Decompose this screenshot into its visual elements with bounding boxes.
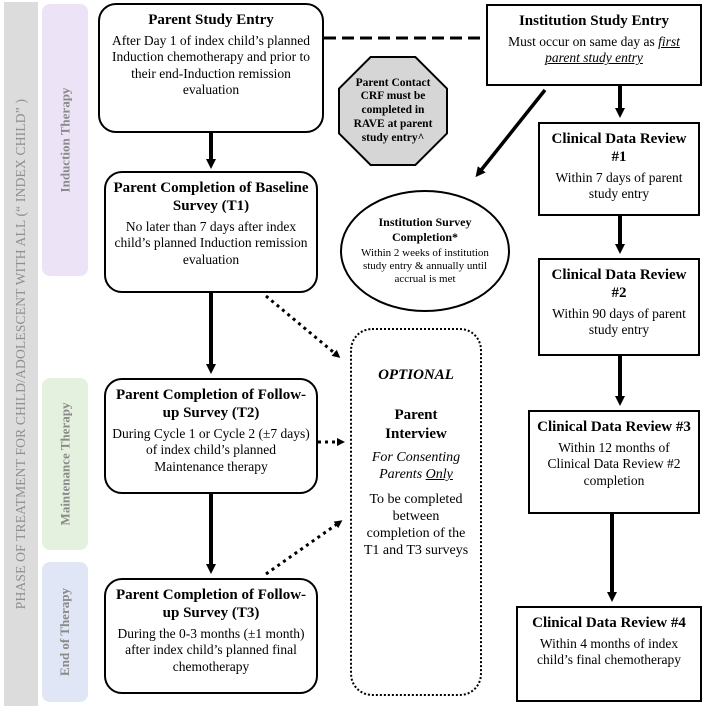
institution-entry-body-prefix: Must occur on same day as — [508, 34, 659, 49]
parent-contact-crf-text: Parent Contact CRF must be completed in … — [353, 76, 433, 144]
parent-study-entry-body: After Day 1 of index child’s planned Ind… — [112, 33, 310, 98]
clinical-review-2-title: Clinical Data Review #2 — [551, 267, 687, 301]
consenting-parents-note: For Consenting Parents Only — [362, 449, 470, 483]
consenting-only: Only — [425, 466, 453, 482]
phase-induction: Induction Therapy — [42, 4, 88, 276]
clinical-review-4-box: Clinical Data Review #4 Within 4 months … — [516, 606, 702, 702]
clinical-review-1-box: Clinical Data Review #1 Within 7 days of… — [538, 122, 700, 216]
dotted-t3-to-interview — [265, 520, 343, 576]
parent-contact-crf-octagon: Parent Contact CRF must be completed in … — [340, 58, 446, 164]
followup-t3-title: Parent Completion of Follow-up Survey (T… — [115, 587, 307, 621]
parent-study-entry-box: Parent Study Entry After Day 1 of index … — [98, 3, 324, 133]
parent-interview-title: Parent Interview — [385, 407, 447, 442]
institution-study-entry-title: Institution Study Entry — [518, 13, 670, 29]
institution-survey-body: Within 2 weeks of institution study entr… — [361, 247, 489, 286]
clinical-review-2-body: Within 90 days of parent study entry — [552, 306, 686, 338]
institution-survey-ellipse: Institution Survey Completion* Within 2 … — [340, 190, 510, 312]
clinical-review-3-box: Clinical Data Review #3 Within 12 months… — [528, 410, 700, 514]
dotted-t1-to-interview — [265, 294, 341, 358]
optional-label: OPTIONAL — [378, 367, 454, 383]
baseline-survey-title: Parent Completion of Baseline Survey (T1… — [113, 180, 309, 214]
institution-entry-body-emph: first parent study entry — [545, 34, 680, 66]
institution-survey-title: Institution Survey Completion* — [378, 215, 472, 244]
clinical-review-3-title: Clinical Data Review #3 — [537, 419, 691, 435]
phase-axis-bar: PHASE OF TREATMENT FOR CHILD/ADOLESCENT … — [4, 2, 38, 706]
followup-t2-title: Parent Completion of Follow-up Survey (T… — [115, 387, 307, 421]
institution-study-entry-body: Must occur on same day as first parent s… — [494, 34, 694, 67]
clinical-review-2-box: Clinical Data Review #2 Within 90 days o… — [538, 258, 700, 356]
followup-t3-body: During the 0-3 months (±1 month) after i… — [117, 626, 305, 674]
consenting-prefix: For Consenting Parents — [371, 449, 461, 482]
baseline-survey-box: Parent Completion of Baseline Survey (T1… — [104, 171, 318, 293]
baseline-survey-body: No later than 7 days after index child’s… — [114, 219, 308, 267]
clinical-review-3-body: Within 12 months of Clinical Data Review… — [547, 440, 681, 488]
followup-t2-body: During Cycle 1 or Cycle 2 (±7 days) of i… — [112, 426, 310, 474]
followup-t2-box: Parent Completion of Follow-up Survey (T… — [104, 378, 318, 494]
clinical-review-4-title: Clinical Data Review #4 — [532, 615, 686, 631]
phase-end-of-therapy: End of Therapy — [42, 562, 88, 702]
phase-maintenance: Maintenance Therapy — [42, 378, 88, 550]
clinical-review-4-body: Within 4 months of index child’s final c… — [537, 636, 681, 668]
clinical-review-1-body: Within 7 days of parent study entry — [555, 170, 683, 202]
institution-study-entry-box: Institution Study Entry Must occur on sa… — [486, 4, 702, 86]
parent-interview-body: To be completed between completion of th… — [363, 492, 469, 559]
arrow-inst-to-survey — [475, 88, 547, 178]
followup-t3-box: Parent Completion of Follow-up Survey (T… — [104, 578, 318, 694]
parent-study-entry-title: Parent Study Entry — [148, 12, 274, 28]
optional-parent-interview-box: OPTIONAL Parent Interview For Consenting… — [350, 328, 482, 696]
clinical-review-1-title: Clinical Data Review #1 — [551, 131, 687, 165]
